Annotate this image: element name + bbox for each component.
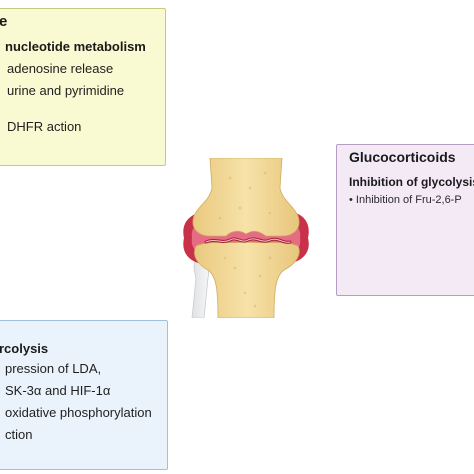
cartilage-line <box>205 238 291 243</box>
box-line-4: ction <box>5 427 33 442</box>
box-title: Glucocorticoids <box>349 149 456 165</box>
box-line-1: adenosine release <box>7 61 114 76</box>
box-title-fragment: e <box>0 13 7 30</box>
bone-texture <box>218 171 272 308</box>
box-line-2: SK-3α and HIF-1α <box>5 383 111 398</box>
box-line-1: pression of LDA, <box>5 361 102 376</box>
knee-joint-illustration <box>183 158 309 318</box>
glucocorticoids-box: Glucocorticoids Inhibition of glycolysis… <box>336 144 474 296</box>
methotrexate-box: e nucleotide metabolism adenosine releas… <box>0 8 166 166</box>
box-line-2: urine and pyrimidine <box>7 83 125 98</box>
box-line-3: DHFR action <box>7 119 82 134</box>
box-heading: Inhibition of glycolysis <box>349 175 474 189</box>
tibia <box>194 241 300 318</box>
femur <box>192 158 300 237</box>
box-line-3: oxidative phosphorylation <box>5 405 152 420</box>
box-bullet: • Inhibition of Fru-2,6-P <box>349 194 462 206</box>
glycolysis-box: rcolysis pression of LDA, SK-3α and HIF-… <box>0 320 168 470</box>
box-heading: nucleotide metabolism <box>5 39 146 54</box>
box-heading: rcolysis <box>0 341 49 356</box>
